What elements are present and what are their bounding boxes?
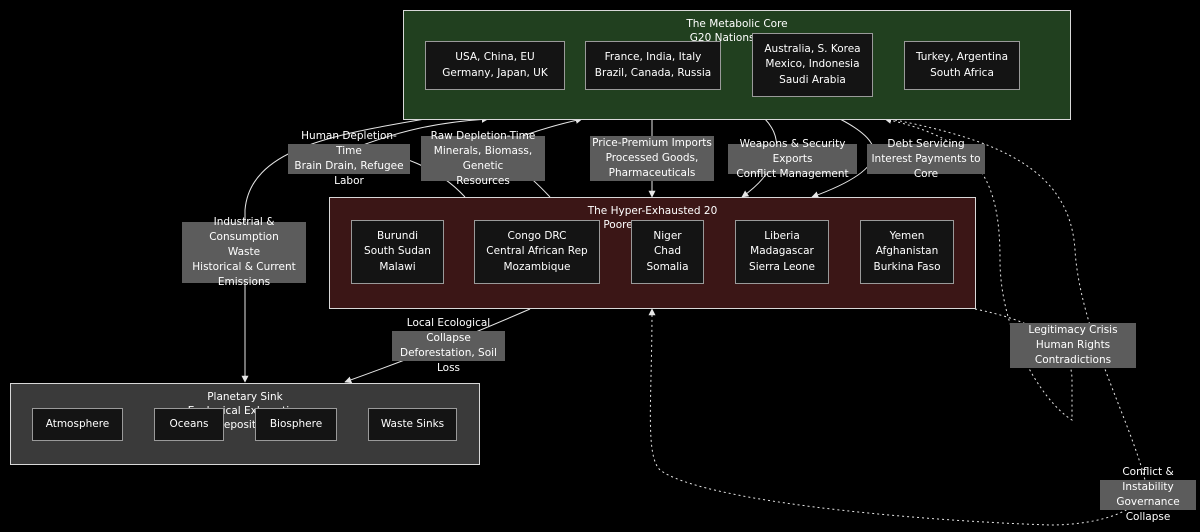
edge-label-raw-depletion: Raw Depletion-Time Minerals, Biomass, Ge… <box>421 130 545 187</box>
node-core-usa-china-eu[interactable]: USA, China, EU Germany, Japan, UK <box>425 41 565 90</box>
node-ex-burundi[interactable]: Burundi South Sudan Malawi <box>351 220 444 284</box>
edge-label-legitimacy: Legitimacy Crisis Human Rights Contradic… <box>1010 323 1136 368</box>
edge-label-human-depletion: Human Depletion-Time Brain Drain, Refuge… <box>288 130 410 187</box>
edge-label-local-collapse: Local Ecological Collapse Deforestation,… <box>392 317 505 374</box>
edge-label-price-premium: Price-Premium Imports Processed Goods, P… <box>590 136 714 181</box>
edge-label-weapons: Weapons & Security Exports Conflict Mana… <box>728 138 857 180</box>
node-ex-yemen[interactable]: Yemen Afghanistan Burkina Faso <box>860 220 954 284</box>
node-core-australia-korea[interactable]: Australia, S. Korea Mexico, Indonesia Sa… <box>752 33 873 97</box>
node-ex-liberia[interactable]: Liberia Madagascar Sierra Leone <box>735 220 829 284</box>
node-sink-waste-sinks[interactable]: Waste Sinks <box>368 408 457 441</box>
node-sink-oceans[interactable]: Oceans <box>154 408 224 441</box>
edge-label-conflict: Conflict & Instability Governance Collap… <box>1100 466 1196 523</box>
node-ex-niger[interactable]: Niger Chad Somalia <box>631 220 704 284</box>
edge-conflict <box>648 118 1146 526</box>
edge-label-industrial-waste: Industrial & Consumption Waste Historica… <box>182 216 306 288</box>
edge-label-debt: Debt Servicing Interest Payments to Core <box>867 138 985 180</box>
node-sink-atmosphere[interactable]: Atmosphere <box>32 408 123 441</box>
node-core-france-india-italy[interactable]: France, India, Italy Brazil, Canada, Rus… <box>585 41 721 90</box>
node-sink-biosphere[interactable]: Biosphere <box>255 408 337 441</box>
node-ex-congo[interactable]: Congo DRC Central African Rep Mozambique <box>474 220 600 284</box>
node-core-turkey-argentina[interactable]: Turkey, Argentina South Africa <box>904 41 1020 90</box>
